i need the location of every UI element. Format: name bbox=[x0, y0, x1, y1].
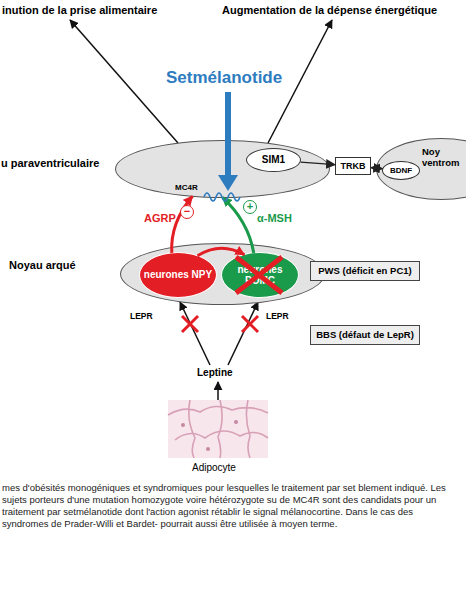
tissue-label: Adipocyte bbox=[192, 462, 236, 474]
syndrome-box: PWS (déficit en PC1) bbox=[310, 261, 420, 281]
cell-membrane bbox=[168, 400, 268, 458]
receptor-label: LEPR bbox=[130, 312, 153, 322]
leptin-arrow bbox=[180, 302, 210, 365]
node-text: PWS (déficit en PC1) bbox=[316, 266, 413, 277]
leptin-arrow bbox=[228, 302, 258, 365]
effect-arrow bbox=[70, 20, 178, 143]
node-text: BBS (défaut de LepR) bbox=[314, 330, 416, 341]
deficit-cross bbox=[236, 257, 282, 293]
gene-oval: SIM1 bbox=[246, 148, 301, 172]
factor-oval: BDNF bbox=[382, 161, 420, 180]
node-text: neurones NPY bbox=[142, 269, 214, 281]
cell-nucleus bbox=[234, 420, 238, 424]
nucleus-ellipse: Noyau arquéneurones NPYneurones POMC bbox=[120, 243, 325, 305]
effect-label: inution de la prise alimentaire bbox=[2, 4, 157, 17]
adipocyte-image bbox=[168, 400, 268, 458]
activation-sign: + bbox=[243, 200, 257, 214]
drug-arrow-head bbox=[218, 175, 238, 191]
cell-nucleus bbox=[181, 423, 185, 427]
receptor-label: MC4R bbox=[175, 183, 198, 192]
node-text: TRKB bbox=[339, 161, 368, 171]
node-text: Noy ventrom bbox=[422, 147, 466, 169]
leptin-arrow bbox=[217, 382, 219, 400]
tissue-background bbox=[168, 400, 268, 458]
deficit-cross bbox=[242, 316, 258, 332]
receptor-label: LEPR bbox=[266, 312, 289, 322]
inhibition-arrow bbox=[198, 248, 245, 255]
nucleus-ellipse: u paraventriculaireSIM1 bbox=[115, 140, 330, 198]
receptor-box: TRKB bbox=[335, 157, 371, 175]
inhibition-sign: − bbox=[180, 205, 194, 219]
cell-nucleus bbox=[206, 447, 210, 451]
syndrome-box: BBS (défaut de LepR) bbox=[310, 325, 420, 345]
hormone-label: Leptine bbox=[197, 367, 233, 379]
node-text: Noyau arqué bbox=[9, 259, 76, 272]
drug-name: Setmélanotide bbox=[166, 68, 282, 88]
deficit-cross bbox=[182, 316, 198, 332]
receptor-symbol bbox=[204, 193, 240, 201]
edge-label: AGRP bbox=[144, 212, 176, 225]
figure-caption: mes d'obésités monogéniques et syndromiq… bbox=[2, 482, 462, 530]
node-text: SIM1 bbox=[260, 154, 287, 166]
drug-arrow bbox=[225, 92, 231, 177]
edge-label: α-MSH bbox=[257, 212, 292, 225]
signal-arrow bbox=[301, 162, 335, 165]
node-text: BDNF bbox=[388, 166, 414, 175]
deficit-cross bbox=[236, 257, 282, 293]
signal-arrow bbox=[371, 168, 382, 169]
deficit-cross bbox=[242, 316, 258, 332]
deficit-cross bbox=[182, 316, 198, 332]
nucleus-ellipse: Noy ventromBDNF bbox=[376, 138, 466, 200]
node-text: u paraventriculaire bbox=[1, 157, 99, 170]
neuron-oval: neurones NPY bbox=[139, 252, 217, 298]
effect-label: Augmentation de la dépense énergétique bbox=[222, 4, 437, 17]
